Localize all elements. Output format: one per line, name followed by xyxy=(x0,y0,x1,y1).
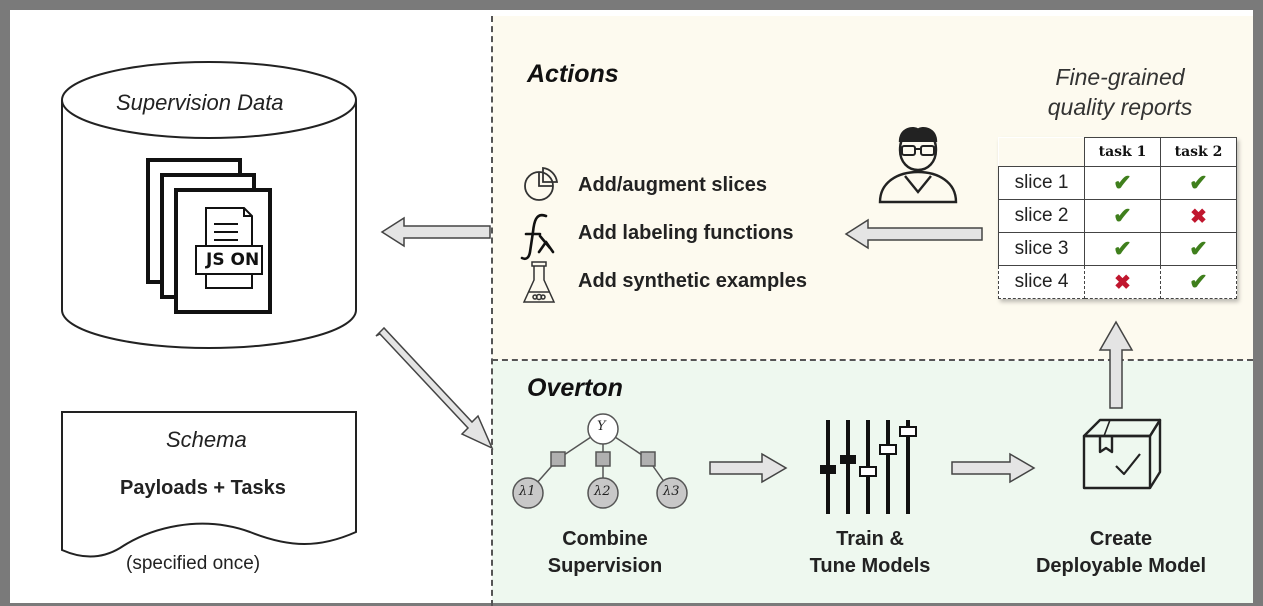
json-label: JS ON xyxy=(206,250,260,270)
slice-label: slice 1 xyxy=(998,166,1085,200)
package-check-icon xyxy=(1082,418,1162,490)
schema-document-shape xyxy=(61,411,357,558)
cross-mark-icon: ✖ xyxy=(1114,271,1131,294)
arrow-combine-to-train xyxy=(709,452,788,484)
lambda-label: λ3 xyxy=(663,484,680,499)
slice-label: slice 2 xyxy=(998,199,1085,233)
lambda-function-icon xyxy=(520,213,555,261)
slice-label: slice 3 xyxy=(998,232,1085,266)
report-title: Fine-grained quality reports xyxy=(1047,64,1193,120)
table-corner xyxy=(998,137,1085,167)
lambda-label: λ2 xyxy=(594,484,611,499)
table-row: slice 2 ✔ ✖ xyxy=(998,199,1237,233)
vertical-divider xyxy=(491,16,493,606)
result-cell: ✖ xyxy=(1160,199,1237,233)
lambda-node xyxy=(656,477,688,509)
check-mark-icon: ✔ xyxy=(1113,236,1132,261)
overton-panel xyxy=(492,361,1253,603)
frame-right-border xyxy=(1253,0,1263,606)
result-cell: ✔ xyxy=(1084,199,1161,233)
arrow-model-to-report xyxy=(1098,320,1134,409)
action-add-slices: Add/augment slices xyxy=(578,174,767,196)
check-mark-icon: ✔ xyxy=(1113,170,1132,195)
cross-mark-icon: ✖ xyxy=(1190,205,1207,228)
step-train-tune-models: Train & Tune Models xyxy=(809,528,931,577)
check-mark-icon: ✔ xyxy=(1189,170,1208,195)
arrow-report-to-actions xyxy=(844,218,983,250)
factor-node xyxy=(640,451,656,467)
horizontal-divider xyxy=(492,359,1253,361)
graph-root-node xyxy=(587,413,619,445)
column-header: task 2 xyxy=(1160,137,1237,167)
result-cell: ✖ xyxy=(1084,265,1161,299)
factor-node xyxy=(550,451,566,467)
table-row: slice 1 ✔ ✔ xyxy=(998,166,1237,200)
user-icon xyxy=(878,127,958,204)
check-mark-icon: ✔ xyxy=(1113,203,1132,228)
supervision-data-label: Supervision Data xyxy=(116,90,284,115)
schema-note: (specified once) xyxy=(126,553,261,574)
lambda-node xyxy=(512,477,544,509)
json-document-stack-icon xyxy=(146,158,272,314)
table-row: slice 4 ✖ ✔ xyxy=(998,265,1237,299)
flask-icon xyxy=(522,261,556,303)
actions-title: Actions xyxy=(527,60,619,88)
check-mark-icon: ✔ xyxy=(1189,236,1208,261)
check-mark-icon: ✔ xyxy=(1189,269,1208,294)
lambda-node xyxy=(587,477,619,509)
action-add-labeling-functions: Add labeling functions xyxy=(578,222,794,244)
slice-label: slice 4 xyxy=(998,265,1085,299)
action-add-synthetic-examples: Add synthetic examples xyxy=(578,270,807,292)
factor-node xyxy=(595,451,611,467)
column-header: task 1 xyxy=(1084,137,1161,167)
table-row: slice 3 ✔ ✔ xyxy=(998,232,1237,266)
quality-report-table: task 1 task 2 slice 1 ✔ ✔ slice 2 ✔ ✖ slice 3 ✔… xyxy=(998,137,1237,299)
sliders-icon xyxy=(820,420,917,514)
arrow-train-to-create xyxy=(951,452,1036,484)
result-cell: ✔ xyxy=(1084,232,1161,266)
frame-left-border xyxy=(0,0,10,606)
step-combine-supervision: Combine Supervision xyxy=(547,528,663,577)
result-cell: ✔ xyxy=(1160,166,1237,200)
overton-title: Overton xyxy=(527,374,623,402)
arrow-actions-to-data xyxy=(380,216,491,248)
step-create-deployable-model: Create Deployable Model xyxy=(1035,528,1207,577)
result-cell: ✔ xyxy=(1160,232,1237,266)
schema-title: Schema xyxy=(166,427,247,452)
arrow-data-to-overton xyxy=(375,326,494,450)
result-cell: ✔ xyxy=(1160,265,1237,299)
factor-graph xyxy=(512,413,688,509)
schema-body: Payloads + Tasks xyxy=(120,477,286,499)
lambda-label: λ1 xyxy=(519,484,536,499)
result-cell: ✔ xyxy=(1084,166,1161,200)
frame-top-border xyxy=(0,0,1263,10)
graph-root-label: Y xyxy=(597,419,606,434)
frame-bottom-border xyxy=(0,603,1263,606)
pie-chart-icon xyxy=(524,166,559,201)
